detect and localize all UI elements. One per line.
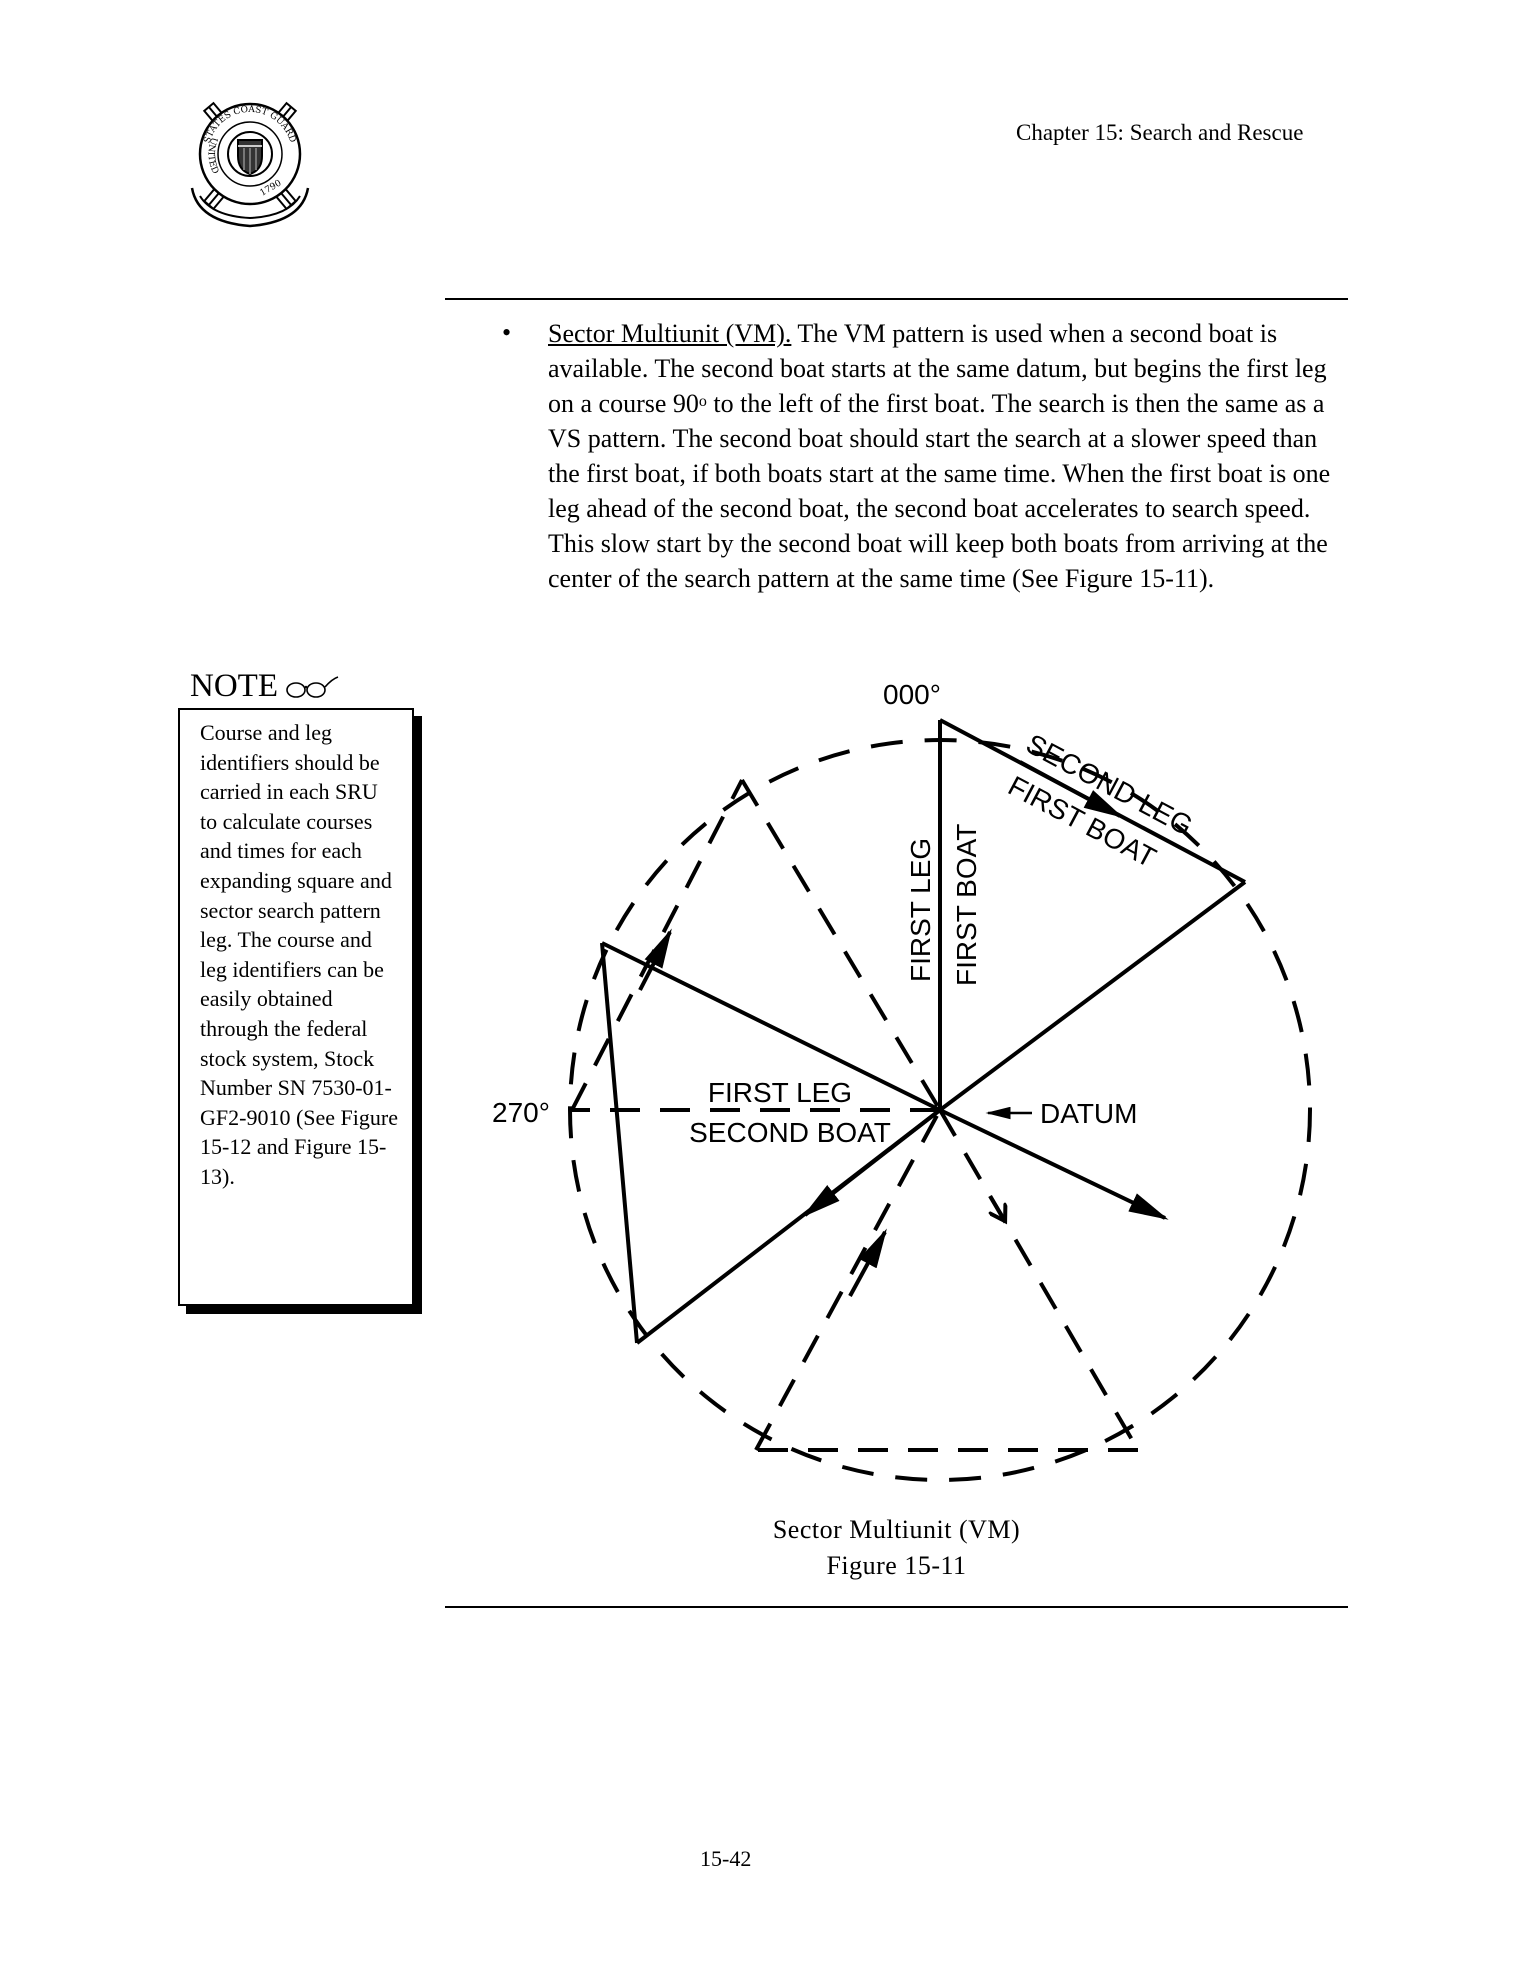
figure-caption: Sector Multiunit (VM) Figure 15-11	[445, 1512, 1348, 1584]
page-number: 15-42	[700, 1846, 752, 1871]
first-boat-return-arrow	[801, 1108, 942, 1218]
coast-guard-seal: STATES COAST GUARD UNITED 1790	[190, 101, 310, 228]
first-leg-first-boat-label-boat: FIRST BOAT	[951, 824, 982, 986]
second-boat-arrows	[638, 928, 1002, 1297]
note-box: Course and leg identifiers should be car…	[178, 708, 414, 1306]
second-boat-track	[570, 778, 1140, 1452]
second-boat-leg-3	[740, 778, 942, 1112]
datum-label: DATUM	[1040, 1098, 1137, 1129]
degree-superscript: o	[698, 393, 707, 410]
second-boat-leg-6	[754, 1109, 942, 1451]
second-boat-leg-4	[938, 1108, 1140, 1452]
first-boat-leg-west-1	[601, 941, 941, 1112]
first-leg-first-boat-label-leg: FIRST LEG	[905, 838, 936, 982]
second-boat-arrow-north	[638, 928, 672, 991]
first-boat-leg-2-arrow	[1019, 760, 1124, 818]
bullet-marker: •	[502, 318, 512, 347]
bearing-270-label: 270°	[492, 1097, 550, 1128]
first-leg-second-boat-label-boat: SECOND BOAT	[689, 1117, 891, 1148]
top-rule	[445, 298, 1348, 300]
body-text-part1: The VM pattern is used when a second boa…	[548, 319, 1327, 418]
note-text: Course and leg identifiers should be car…	[200, 720, 398, 1189]
first-boat-track	[600, 718, 1247, 1345]
first-boat-leg-4	[939, 1108, 1169, 1220]
first-leg-second-boat-label-leg: FIRST LEG	[708, 1077, 852, 1108]
sector-multiunit-diagram: 000° 270° FIRST LEG FIRST BOAT SECOND LE…	[492, 679, 1312, 1482]
spectacles-icon	[286, 676, 339, 699]
second-boat-arrow-south	[848, 1228, 887, 1297]
first-boat-leg-3	[938, 880, 1247, 1112]
figure-title: Sector Multiunit (VM)	[772, 1515, 1021, 1544]
body-text-part2: to the left of the first boat. The searc…	[548, 389, 1331, 593]
note-heading-text: NOTE	[190, 668, 278, 704]
second-boat-leg-2	[570, 779, 744, 1111]
bearing-000-label: 000°	[883, 679, 941, 710]
first-boat-leg-west-2	[600, 942, 639, 1344]
bottom-rule	[445, 1606, 1348, 1608]
bullet-title: Sector Multiunit (VM).	[548, 319, 792, 348]
second-boat-chevron	[990, 1194, 1002, 1216]
chapter-header: Chapter 15: Search and Rescue	[1016, 120, 1304, 145]
figure-number: Figure 15-11	[826, 1551, 967, 1580]
body-paragraph: Sector Multiunit (VM). The VM pattern is…	[548, 316, 1348, 596]
note-heading: NOTE	[190, 668, 340, 705]
